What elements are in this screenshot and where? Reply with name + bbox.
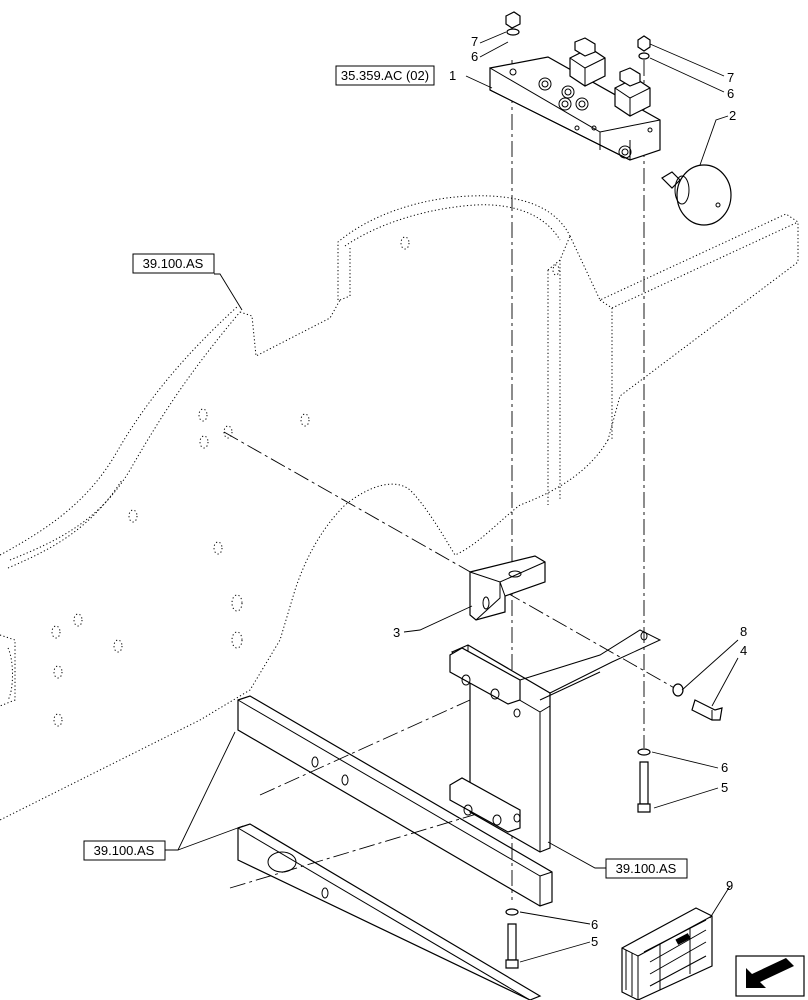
svg-text:39.100.AS: 39.100.AS — [143, 256, 204, 271]
callout-nut-top-left: 7 — [471, 34, 478, 49]
screw-bottom — [505, 908, 519, 969]
nut-top-right — [637, 35, 651, 60]
hydraulic-block — [489, 37, 661, 161]
callout-block: 1 — [449, 68, 456, 83]
ref-label-frame-bottom-left[interactable]: 39.100.AS — [83, 840, 166, 861]
crate-icon — [621, 907, 713, 1000]
nut-top-left — [505, 11, 521, 36]
svg-text:35.359.AC (02): 35.359.AC (02) — [341, 68, 429, 83]
ref-label-frame-bottom-right[interactable]: 39.100.AS — [605, 858, 688, 879]
mounting-plate — [449, 629, 662, 853]
assembly-centerlines — [223, 60, 679, 900]
callout-accumulator: 2 — [729, 108, 736, 123]
lower-rail-lower — [237, 823, 542, 1000]
ref-label-hydraulic-block[interactable]: 35.359.AC (02) — [335, 65, 435, 86]
callout-screw-bottom: 5 — [591, 934, 598, 949]
callout-washer-bottom: 6 — [591, 917, 598, 932]
screw-lower-right — [637, 748, 651, 813]
ref-label-frame-top-left[interactable]: 39.100.AS — [132, 253, 215, 274]
callout-bolt: 4 — [740, 643, 747, 658]
callout-washer-top-left: 6 — [471, 49, 478, 64]
svg-text:39.100.AS: 39.100.AS — [94, 843, 155, 858]
tractor-frame — [0, 195, 799, 821]
accumulator — [661, 164, 732, 226]
callout-washer-lower-right: 6 — [721, 760, 728, 775]
lower-rail-upper — [237, 695, 553, 907]
leader-lines — [165, 31, 739, 963]
bolt-and-washer — [672, 683, 723, 721]
arrow-down-left-icon[interactable] — [735, 955, 805, 997]
callout-bracket: 3 — [393, 625, 400, 640]
svg-text:39.100.AS: 39.100.AS — [616, 861, 677, 876]
callout-numbers: 7 6 1 7 6 2 3 8 4 6 5 6 5 9 — [393, 34, 747, 949]
callout-kit: 9 — [726, 878, 733, 893]
callout-washer-bolt: 8 — [740, 624, 747, 639]
callout-washer-top-right: 6 — [727, 86, 734, 101]
bracket — [469, 555, 546, 621]
callout-screw-lower-right: 5 — [721, 780, 728, 795]
callout-nut-top-right: 7 — [727, 70, 734, 85]
